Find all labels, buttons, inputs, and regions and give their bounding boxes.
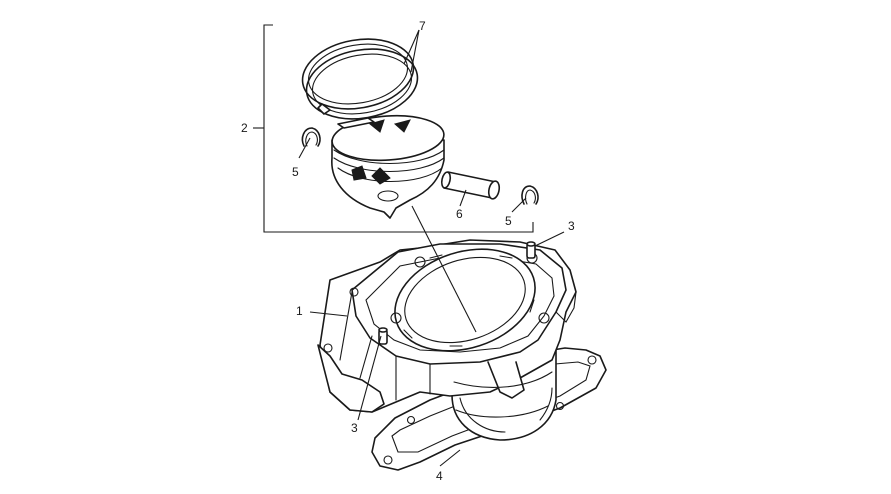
- dowel-pin-right: [526, 241, 536, 259]
- dowel-pin-left: [378, 327, 388, 345]
- callout-5-right: 5: [505, 214, 512, 228]
- circlip-left: [301, 127, 321, 147]
- piston: [331, 114, 445, 219]
- callout-7: 7: [419, 19, 426, 33]
- piston-ring-set: [301, 38, 419, 129]
- callout-1: 1: [296, 304, 303, 318]
- cylinder-block: [317, 239, 577, 441]
- callout-6: 6: [456, 207, 463, 221]
- leader-lines: [298, 29, 565, 467]
- assembly-bracket: [253, 24, 534, 233]
- callout-2: 2: [241, 121, 248, 135]
- callout-5-left: 5: [292, 165, 299, 179]
- callout-3-left: 3: [351, 421, 358, 435]
- circlip-right: [521, 185, 539, 205]
- callout-labels: 1 2 3 3 4 5 5 6 7: [241, 19, 575, 483]
- callout-4: 4: [436, 469, 443, 483]
- piston-pin: [440, 171, 501, 200]
- callout-3-right: 3: [568, 219, 575, 233]
